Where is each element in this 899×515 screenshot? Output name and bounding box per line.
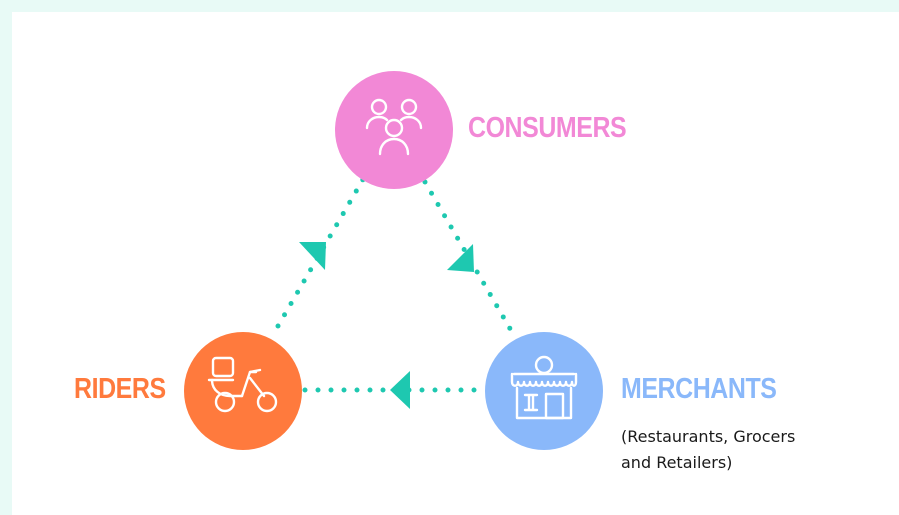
- merchants-sublabel-line-2: and Retailers): [621, 453, 733, 472]
- arrowhead-riders-to-consumers: [299, 242, 326, 270]
- consumers-node: [335, 71, 453, 189]
- storefront-icon: [510, 355, 578, 420]
- merchants-sublabel: (Restaurants, Grocers and Retailers): [621, 424, 795, 476]
- arrowhead-consumers-to-merchants: [447, 244, 474, 272]
- merchants-node: [485, 332, 603, 450]
- flow-riders-to-consumers: [275, 173, 368, 329]
- scooter-delivery-icon: [207, 356, 278, 413]
- riders-node: [184, 332, 302, 450]
- arrowhead-merchants-to-riders: [390, 371, 410, 409]
- merchants-label: MERCHANTS: [621, 373, 777, 405]
- people-group-icon: [365, 98, 423, 156]
- consumers-label: CONSUMERS: [468, 112, 627, 144]
- flow-consumers-to-merchants: [422, 179, 515, 335]
- riders-label: RIDERS: [74, 373, 166, 405]
- merchants-sublabel-line-1: (Restaurants, Grocers: [621, 427, 796, 446]
